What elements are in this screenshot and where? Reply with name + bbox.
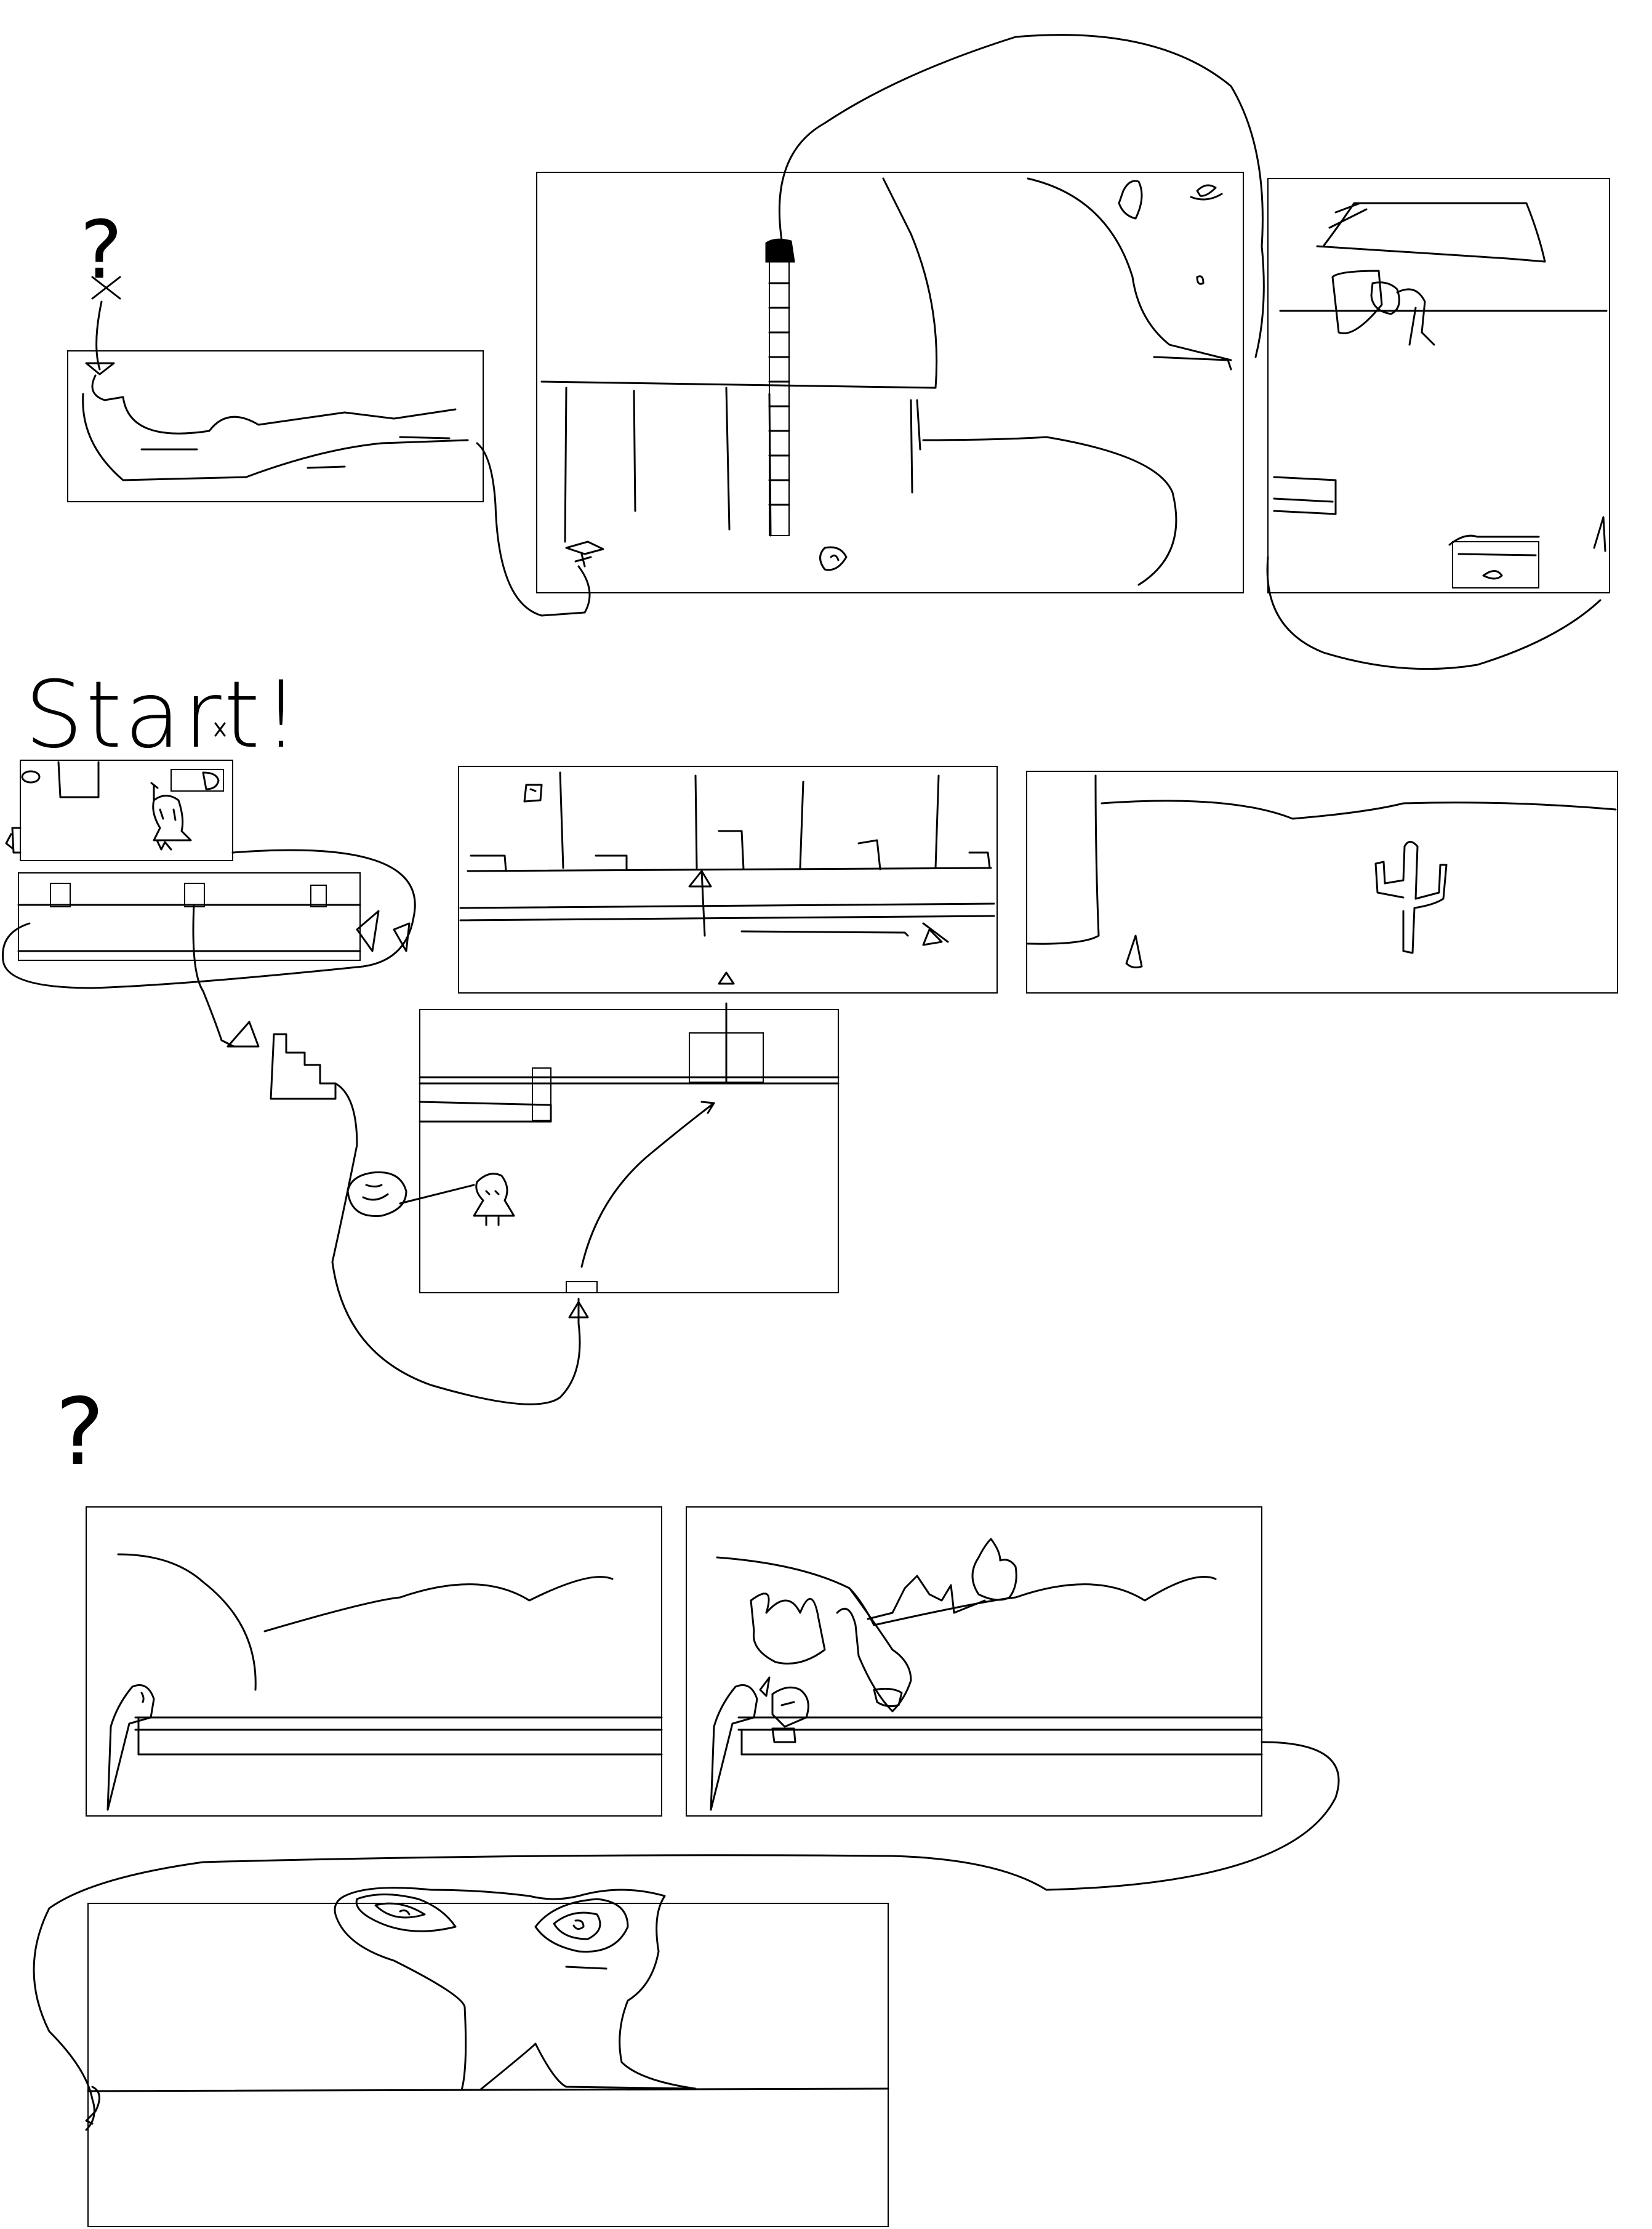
arrow-up-into-room — [568, 1301, 589, 1319]
panel-start-bedroom[interactable] — [5, 722, 233, 861]
panel-bottom-left-hills[interactable] — [86, 1506, 663, 1817]
exit-marker-top — [91, 276, 121, 371]
panel-top-left-tunnel — [67, 350, 484, 502]
panel-bottom-middle-fire[interactable] — [686, 1506, 1263, 1817]
connector-stairs-to-room — [331, 1082, 581, 1405]
connector-fire-to-monster — [33, 1741, 1340, 2131]
panel-middle-room[interactable] — [347, 971, 840, 1293]
panel-top-middle-cave[interactable] — [536, 34, 1265, 593]
panel-bottom-monster[interactable] — [85, 1887, 889, 2227]
question-mark-top: ? — [80, 203, 122, 297]
panel-desert[interactable] — [1026, 771, 1618, 994]
panel-hallway[interactable] — [2, 849, 416, 1048]
panel-town-street[interactable] — [458, 766, 998, 994]
connector-tunnel-to-cave — [476, 442, 591, 617]
question-mark-bottom: ? — [55, 1379, 105, 1486]
stairs-icon — [227, 1021, 337, 1100]
panel-top-right-room[interactable] — [1266, 178, 1610, 670]
start-label: Start! — [25, 662, 302, 769]
